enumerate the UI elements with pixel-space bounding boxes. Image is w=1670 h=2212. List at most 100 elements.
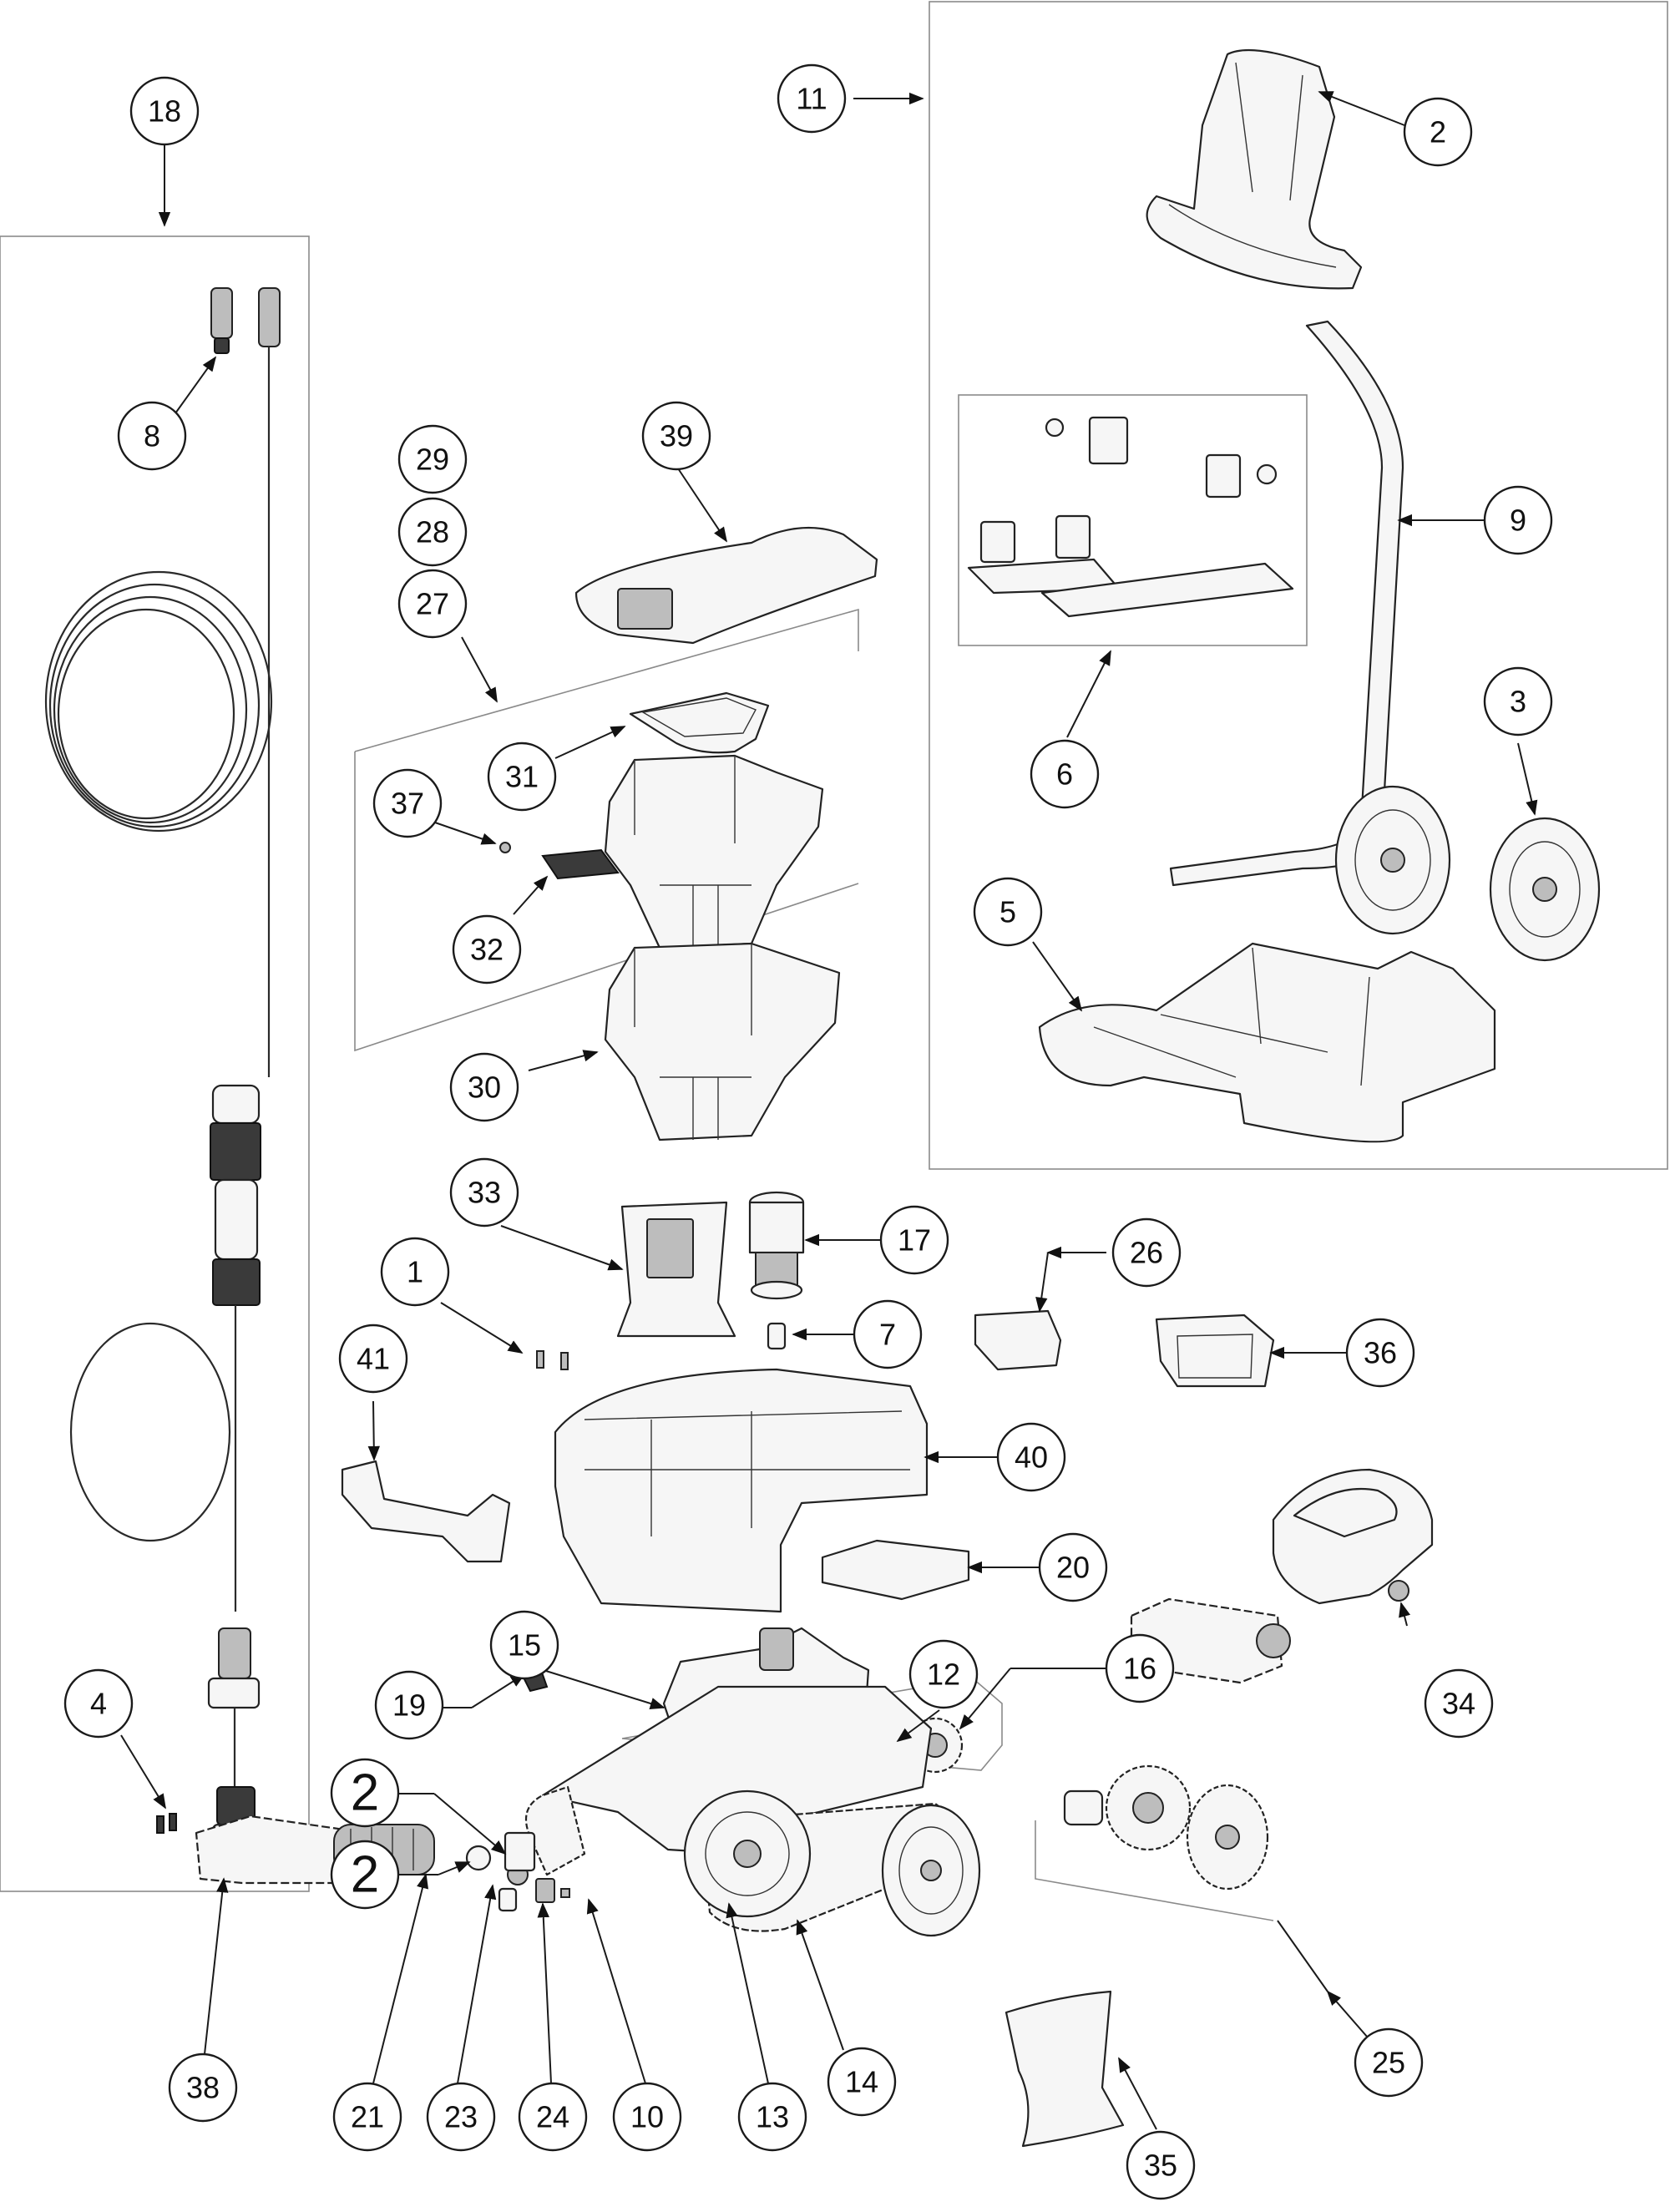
callout-31: 31 xyxy=(487,742,557,812)
callout-21: 21 xyxy=(332,2082,402,2152)
clip-kit-contents xyxy=(967,416,1294,618)
callout-16-label: 16 xyxy=(1123,1652,1156,1686)
frame-clip-kit xyxy=(958,394,1308,646)
impeller xyxy=(748,1191,805,1300)
callout-38-label: 38 xyxy=(186,2071,220,2105)
callout-7-label: 7 xyxy=(879,1318,896,1352)
callout-4-label: 4 xyxy=(90,1687,107,1721)
callout-17-label: 17 xyxy=(898,1223,931,1258)
callout-32: 32 xyxy=(452,914,522,985)
callout-39-label: 39 xyxy=(660,419,693,453)
callout-2b: 2 xyxy=(330,1758,400,1828)
callout-9-label: 9 xyxy=(1510,504,1526,538)
bottom-panel xyxy=(1005,1990,1125,2148)
callout-41: 41 xyxy=(338,1324,408,1394)
chassis-with-tracks xyxy=(524,1685,981,1937)
caddy-wheels xyxy=(1334,785,1601,962)
callout-8-label: 8 xyxy=(144,419,160,453)
callout-33: 33 xyxy=(449,1157,519,1227)
power-supply xyxy=(1272,1468,1434,1605)
callout-35: 35 xyxy=(1126,2130,1196,2200)
callout-26-label: 26 xyxy=(1130,1236,1163,1270)
callout-18-label: 18 xyxy=(148,94,181,129)
callout-28-label: 28 xyxy=(416,515,449,549)
callout-15-label: 15 xyxy=(508,1628,541,1663)
callout-1: 1 xyxy=(380,1237,450,1307)
callout-5: 5 xyxy=(973,877,1043,947)
callout-12: 12 xyxy=(908,1639,979,1709)
callout-2c: 2 xyxy=(330,1840,400,1910)
callout-13: 13 xyxy=(737,2082,807,2152)
callout-24-label: 24 xyxy=(536,2100,569,2134)
callout-40-label: 40 xyxy=(1015,1440,1048,1475)
callout-19-label: 19 xyxy=(392,1688,426,1723)
callout-5-label: 5 xyxy=(999,895,1016,929)
callout-11: 11 xyxy=(777,63,847,134)
callout-18: 18 xyxy=(129,76,200,146)
callout-13-label: 13 xyxy=(756,2100,789,2134)
callout-29: 29 xyxy=(397,424,468,494)
caddy-base xyxy=(1038,942,1496,1143)
frame-cable-kit xyxy=(0,235,310,1892)
callout-2a: 2 xyxy=(1403,97,1473,167)
callout-41-label: 41 xyxy=(357,1342,390,1376)
callout-14-label: 14 xyxy=(845,2065,878,2099)
callout-21-label: 21 xyxy=(351,2100,384,2134)
callout-17: 17 xyxy=(879,1205,949,1275)
callout-12-label: 12 xyxy=(927,1658,960,1692)
callout-25: 25 xyxy=(1354,2027,1424,2098)
callout-2c-label: 2 xyxy=(351,1846,379,1904)
callout-2a-label: 2 xyxy=(1430,115,1446,149)
callout-19: 19 xyxy=(374,1670,444,1740)
callout-1-label: 1 xyxy=(407,1255,423,1289)
robot-handle xyxy=(341,1460,511,1563)
callout-38: 38 xyxy=(168,2053,238,2123)
callout-14: 14 xyxy=(827,2047,897,2117)
callout-34-label: 34 xyxy=(1442,1687,1475,1721)
caddy-handle-grip xyxy=(1146,48,1363,290)
callout-3: 3 xyxy=(1483,666,1553,736)
callout-30-label: 30 xyxy=(468,1071,501,1105)
callout-6-label: 6 xyxy=(1056,757,1073,792)
callout-10: 10 xyxy=(612,2082,682,2152)
rear-brush-kit xyxy=(1063,1597,1291,1891)
callout-34: 34 xyxy=(1424,1668,1494,1739)
callout-39: 39 xyxy=(641,401,711,471)
callout-40: 40 xyxy=(996,1422,1066,1492)
callout-37: 37 xyxy=(372,768,443,838)
callout-35-label: 35 xyxy=(1144,2149,1177,2183)
frame-caddy-kit xyxy=(929,1,1668,1170)
callout-6: 6 xyxy=(1030,739,1100,809)
callout-16: 16 xyxy=(1105,1633,1175,1703)
cable-assembly xyxy=(44,287,281,1867)
callout-8: 8 xyxy=(117,401,187,471)
callout-20: 20 xyxy=(1038,1532,1108,1602)
callout-33-label: 33 xyxy=(468,1176,501,1210)
callout-36: 36 xyxy=(1345,1318,1415,1388)
top-lid xyxy=(574,526,878,645)
brush-cover xyxy=(1155,1314,1275,1388)
callout-11-label: 11 xyxy=(796,82,827,116)
motor-bracket xyxy=(821,1539,970,1601)
callout-32-label: 32 xyxy=(470,933,504,967)
filter-flap xyxy=(616,1201,736,1338)
callout-7: 7 xyxy=(853,1299,923,1369)
callout-27-label: 27 xyxy=(416,587,449,621)
main-body xyxy=(554,1368,929,1613)
callout-27: 27 xyxy=(397,569,468,639)
side-cover xyxy=(974,1309,1062,1371)
callout-4: 4 xyxy=(63,1668,134,1739)
callout-23: 23 xyxy=(426,2082,496,2152)
callout-2b-label: 2 xyxy=(351,1764,379,1822)
upper-filter-basket xyxy=(604,754,824,949)
callout-37-label: 37 xyxy=(391,787,424,821)
callout-25-label: 25 xyxy=(1372,2046,1405,2080)
callout-3-label: 3 xyxy=(1510,685,1526,719)
pin xyxy=(767,1322,787,1350)
frame-wheel-kit xyxy=(1035,1820,1274,1921)
callout-31-label: 31 xyxy=(505,760,539,794)
callout-24: 24 xyxy=(518,2082,588,2152)
callout-30: 30 xyxy=(449,1052,519,1122)
screws xyxy=(536,1350,569,1370)
